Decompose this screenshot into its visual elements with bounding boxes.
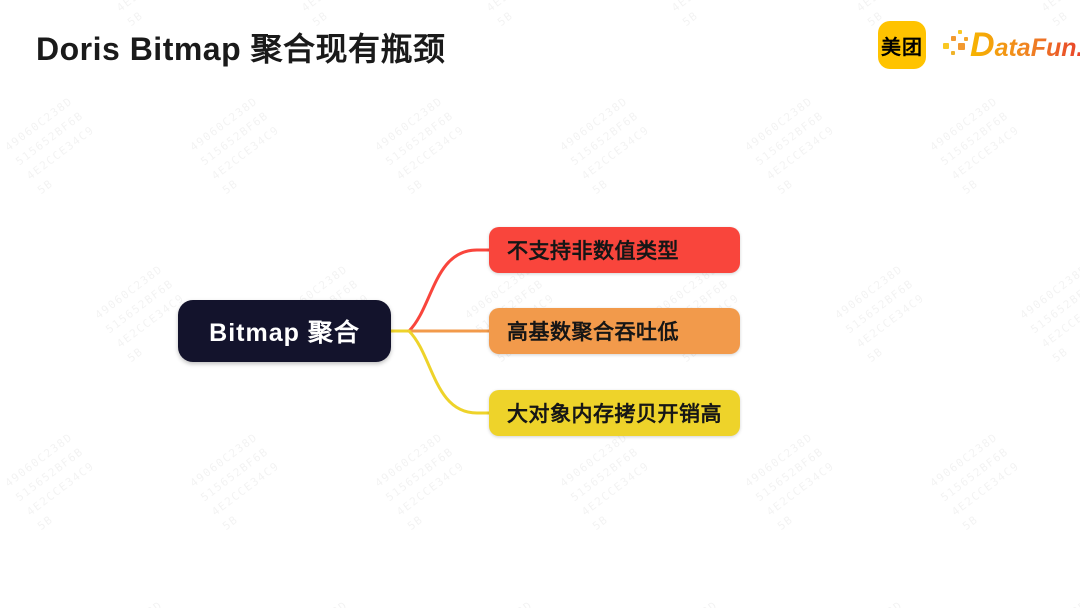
root-node-label: Bitmap 聚合 (209, 319, 360, 347)
datafun-logo: DataFun. (942, 28, 1080, 62)
datafun-pixels-icon (942, 28, 968, 62)
datafun-logo-text: DataFun. (970, 28, 1080, 62)
slide-title: Doris Bitmap 聚合现有瓶颈 (36, 31, 446, 67)
branch-node-label: 高基数聚合吞吐低 (507, 321, 679, 344)
connector-branch-1 (407, 248, 492, 333)
meituan-logo-label: 美团 (881, 36, 923, 59)
branch-node-label: 不支持非数值类型 (507, 240, 679, 263)
branch-node-large-object-copy: 大对象内存拷贝开销高 (489, 390, 740, 436)
connector-branch-3 (407, 329, 492, 415)
branch-node-high-cardinality: 高基数聚合吞吐低 (489, 308, 740, 354)
root-node-bitmap-aggregation: Bitmap 聚合 (178, 300, 391, 362)
branch-node-label: 大对象内存拷贝开销高 (507, 403, 722, 426)
branch-node-non-numeric: 不支持非数值类型 (489, 227, 740, 273)
meituan-logo-icon: 美团 (878, 21, 926, 69)
